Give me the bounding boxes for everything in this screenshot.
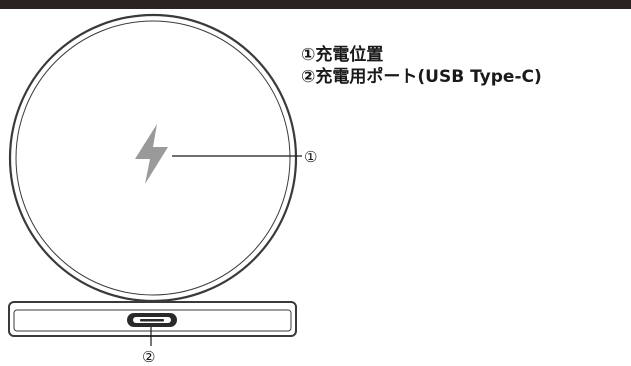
callout-2-marker: ② [142,348,155,366]
legend-item-charging-position: ①充電位置 [301,45,384,65]
callout-1-marker: ① [304,148,317,166]
legend: ①充電位置 ②充電用ポート(USB Type-C) [301,44,542,88]
charger-side-view: ② [8,301,297,366]
legend-item-charging-port: ②充電用ポート(USB Type-C) [301,67,542,87]
usb-c-port-icon [127,313,177,327]
top-bar [0,0,631,9]
usb-c-port-tongue [140,319,164,322]
charger-top-view: ① [8,13,317,303]
lightning-bolt-icon [135,124,168,184]
